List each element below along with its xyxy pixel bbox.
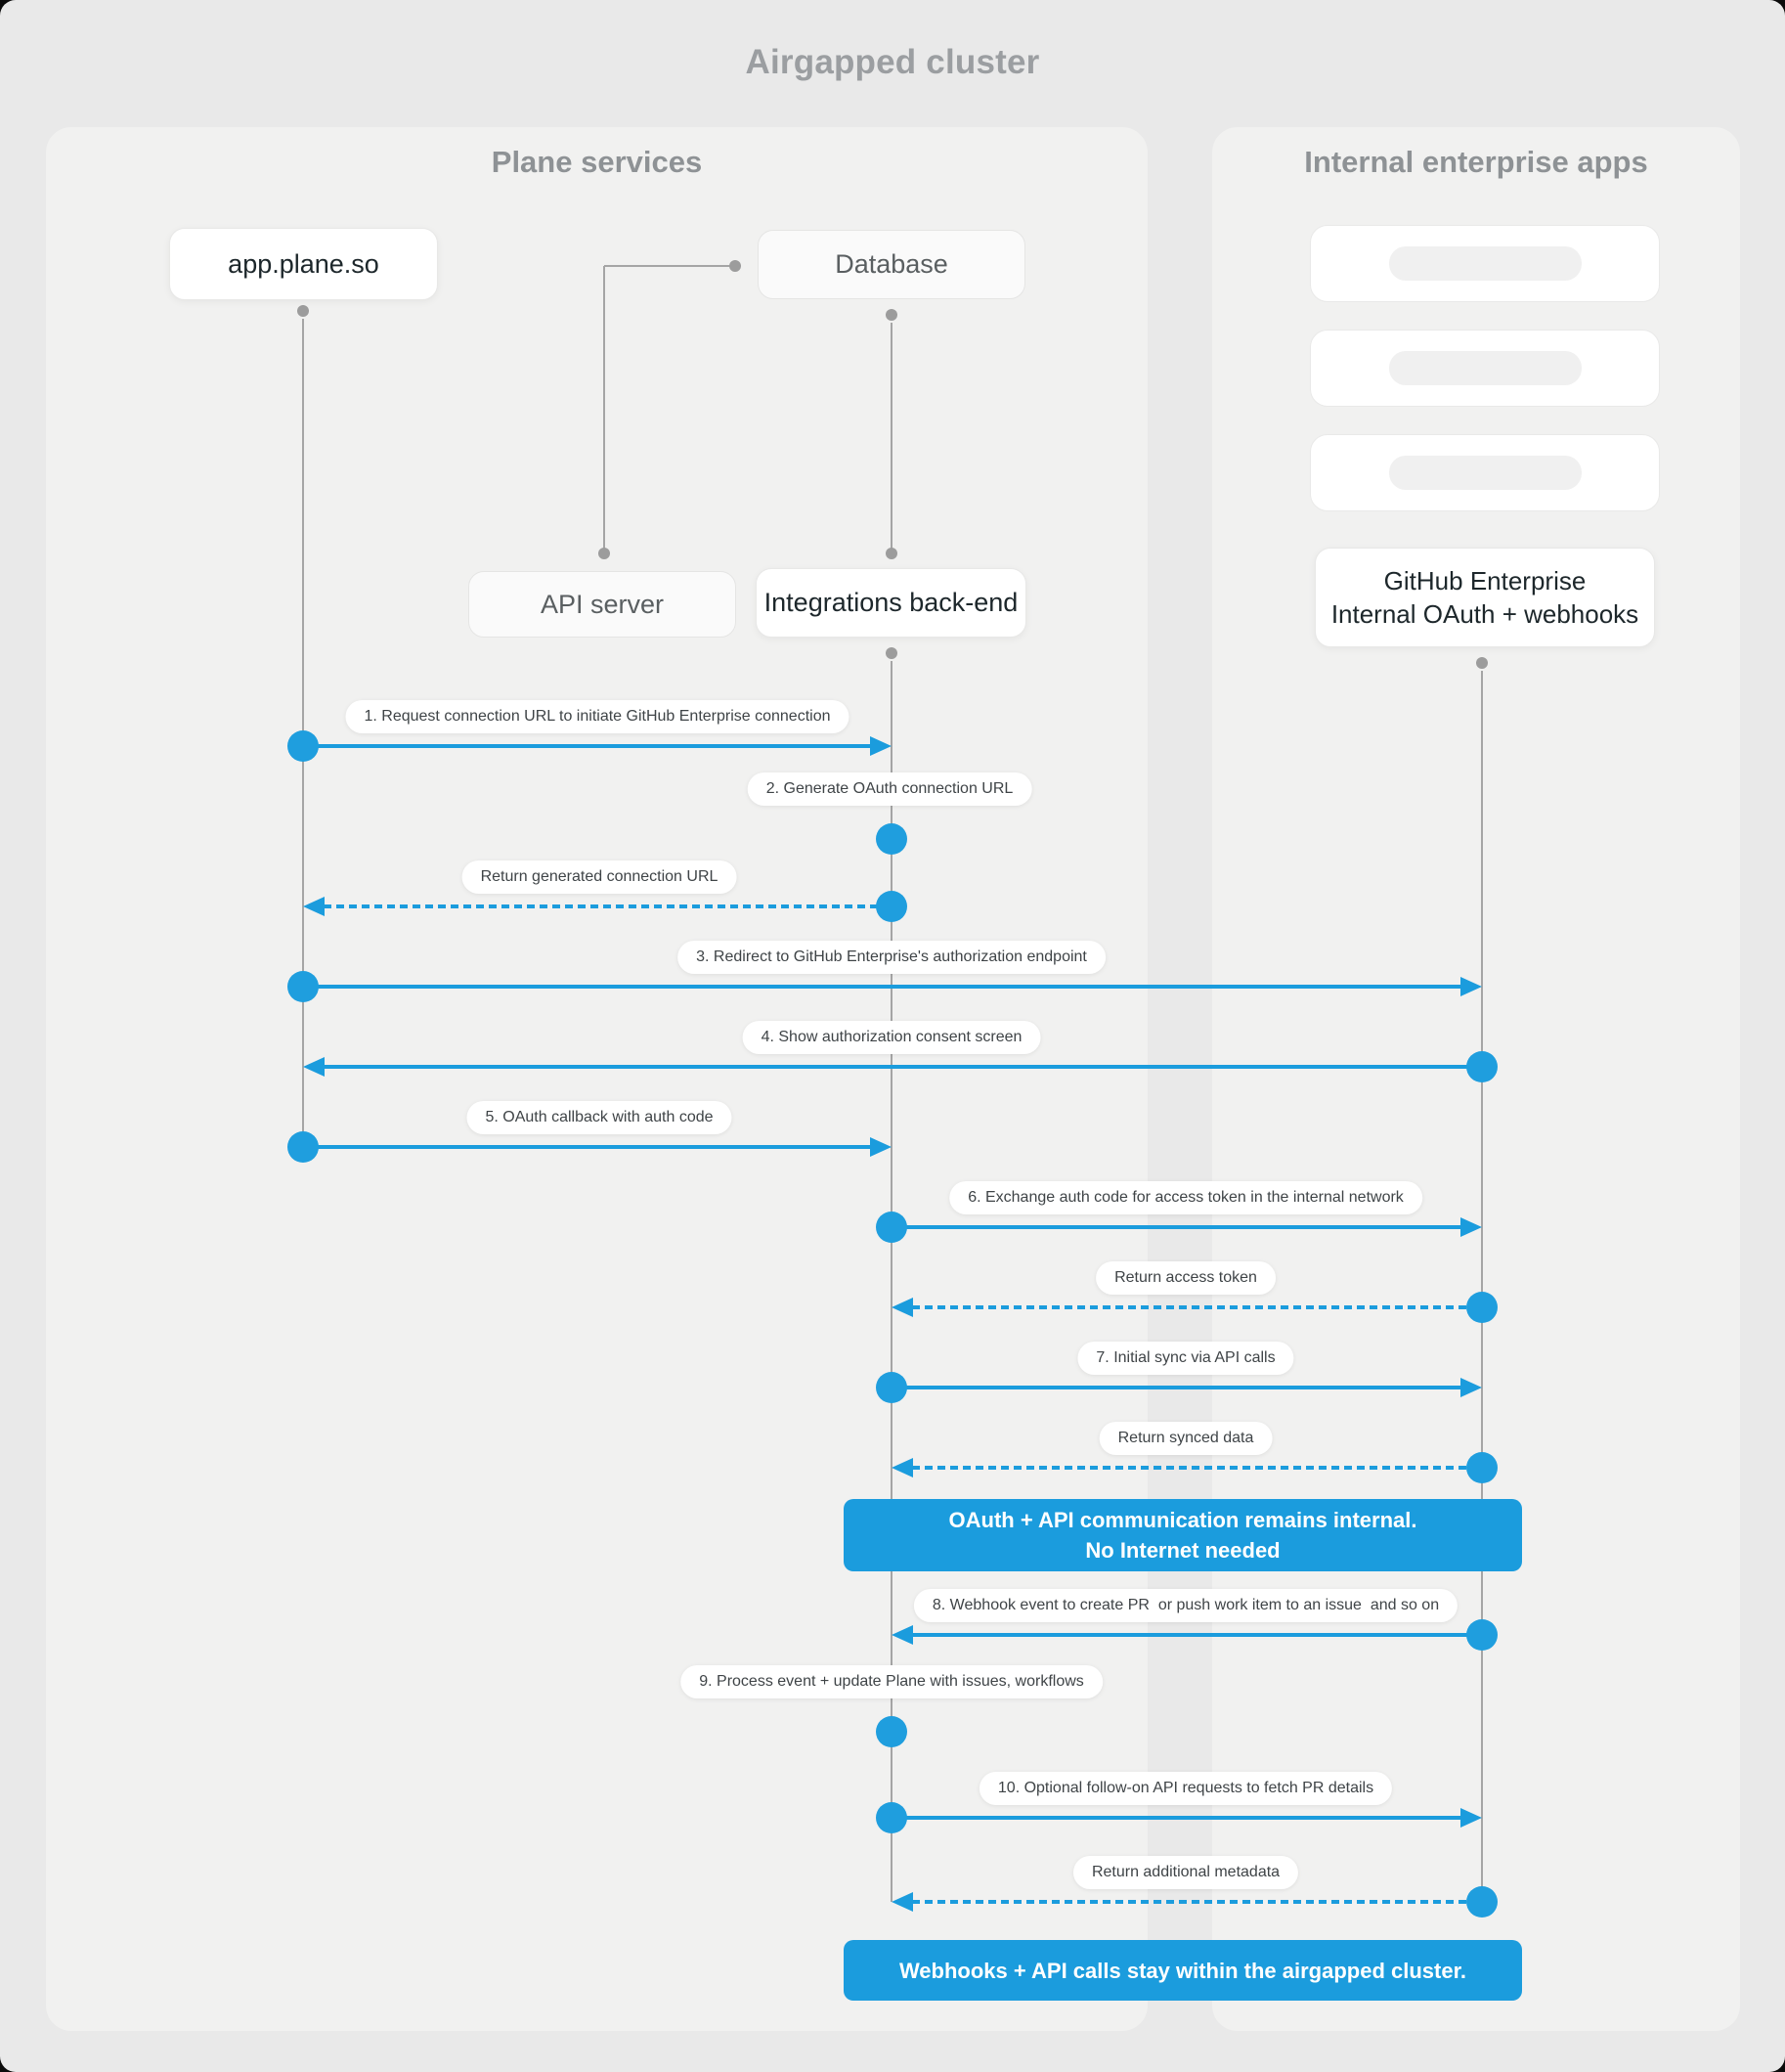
- message-origin-dot: [287, 1131, 319, 1163]
- placeholder-app-pill: [1388, 246, 1582, 281]
- message-arrowhead: [1460, 977, 1482, 996]
- message-arrowhead: [1460, 1378, 1482, 1397]
- connector-dot-integrations-bottom: [886, 647, 897, 659]
- message-origin-dot: [1466, 1051, 1498, 1082]
- placeholder-app-box: [1310, 330, 1660, 407]
- placeholder-app-box: [1310, 225, 1660, 302]
- node-integrations-backend: Integrations back-end: [756, 568, 1026, 638]
- connector-api-horizontal: [604, 265, 729, 267]
- message-arrowhead: [892, 1892, 913, 1912]
- message-arrowhead: [870, 1137, 892, 1157]
- message-line: [303, 985, 1474, 989]
- message-origin-dot: [1466, 1619, 1498, 1651]
- message-label: Return generated connection URL: [461, 860, 737, 894]
- panel-plane-services: [46, 127, 1148, 2031]
- message-arrowhead: [892, 1298, 913, 1317]
- node-github-line2: Internal OAuth + webhooks: [1330, 599, 1639, 629]
- panel-header-internal-apps: Internal enterprise apps: [1304, 145, 1648, 179]
- message-label: 4. Show authorization consent screen: [742, 1021, 1041, 1054]
- message-arrowhead: [303, 1057, 325, 1077]
- message-origin-dot: [1466, 1292, 1498, 1323]
- connector-dot-database-left: [729, 260, 741, 272]
- connector-dot-api-top: [598, 548, 610, 559]
- message-arrowhead: [892, 1625, 913, 1645]
- message-origin-dot: [876, 1802, 907, 1833]
- message-label: Return access token: [1096, 1261, 1276, 1295]
- message-arrowhead: [892, 1458, 913, 1477]
- banner-internal-communication: OAuth + API communication remains intern…: [844, 1499, 1522, 1571]
- placeholder-app-box: [1310, 434, 1660, 511]
- message-origin-dot: [1466, 1886, 1498, 1918]
- message-origin-dot: [876, 891, 907, 922]
- banner-airgapped-cluster: Webhooks + API calls stay within the air…: [844, 1940, 1522, 2001]
- message-origin-dot: [287, 971, 319, 1002]
- connector-dot-database-bottom: [886, 309, 897, 321]
- message-label: 7. Initial sync via API calls: [1077, 1342, 1294, 1375]
- message-self-dot: [876, 1716, 907, 1747]
- connector-dot-integrations-top: [886, 548, 897, 559]
- message-label: Return additional metadata: [1072, 1856, 1299, 1889]
- message-return-line: [899, 1305, 1482, 1309]
- node-database-label: Database: [835, 249, 948, 279]
- message-arrowhead: [1460, 1808, 1482, 1828]
- message-line: [892, 1816, 1474, 1820]
- lifeline-github: [1481, 671, 1483, 1902]
- message-origin-dot: [1466, 1452, 1498, 1483]
- node-integrations-label: Integrations back-end: [763, 588, 1019, 617]
- node-app-plane-so: app.plane.so: [169, 228, 438, 300]
- message-origin-dot: [876, 1212, 907, 1243]
- message-return-line: [311, 904, 892, 908]
- connector-dot-github-bottom: [1476, 657, 1488, 669]
- panel-header-plane-services: Plane services: [491, 145, 703, 179]
- node-github-enterprise: GitHub Enterprise Internal OAuth + webho…: [1315, 548, 1655, 647]
- node-github-line1: GitHub Enterprise: [1383, 566, 1587, 595]
- message-origin-dot: [287, 730, 319, 762]
- connector-dot-app-bottom: [297, 305, 309, 317]
- banner-text-line: OAuth + API communication remains intern…: [948, 1508, 1417, 1532]
- message-arrowhead: [1460, 1217, 1482, 1237]
- banner-text-line: Webhooks + API calls stay within the air…: [898, 1958, 1467, 1983]
- banner-text-line: No Internet needed: [1085, 1538, 1281, 1563]
- message-arrowhead: [870, 736, 892, 756]
- message-label: 2. Generate OAuth connection URL: [747, 772, 1032, 806]
- message-return-line: [899, 1900, 1482, 1904]
- message-label: 9. Process event + update Plane with iss…: [680, 1665, 1103, 1698]
- message-line: [899, 1633, 1482, 1637]
- message-origin-dot: [876, 1372, 907, 1403]
- message-line: [892, 1225, 1474, 1229]
- message-self-dot: [876, 823, 907, 855]
- message-label: Return synced data: [1099, 1422, 1273, 1455]
- node-api-server-label: API server: [540, 589, 665, 619]
- message-line: [303, 1145, 884, 1149]
- connector-api-vertical: [603, 266, 605, 550]
- message-label: 3. Redirect to GitHub Enterprise's autho…: [677, 941, 1106, 974]
- diagram-title: Airgapped cluster: [745, 43, 1040, 81]
- message-line: [311, 1065, 1482, 1069]
- node-app-label: app.plane.so: [228, 248, 379, 279]
- connector-database-integrations: [891, 323, 892, 550]
- node-api-server: API server: [468, 571, 736, 638]
- node-database: Database: [758, 230, 1025, 299]
- message-label: 8. Webhook event to create PR or push wo…: [913, 1589, 1458, 1622]
- message-arrowhead: [303, 897, 325, 916]
- placeholder-app-pill: [1388, 456, 1582, 490]
- placeholder-app-pill: [1388, 351, 1582, 385]
- message-return-line: [899, 1466, 1482, 1470]
- lifeline-integrations: [891, 661, 892, 1902]
- message-line: [892, 1386, 1474, 1389]
- message-label: 5. OAuth callback with auth code: [466, 1101, 732, 1134]
- message-label: 1. Request connection URL to initiate Gi…: [345, 700, 849, 733]
- message-label: 6. Exchange auth code for access token i…: [949, 1181, 1422, 1214]
- message-label: 10. Optional follow-on API requests to f…: [979, 1772, 1393, 1805]
- message-line: [303, 744, 884, 748]
